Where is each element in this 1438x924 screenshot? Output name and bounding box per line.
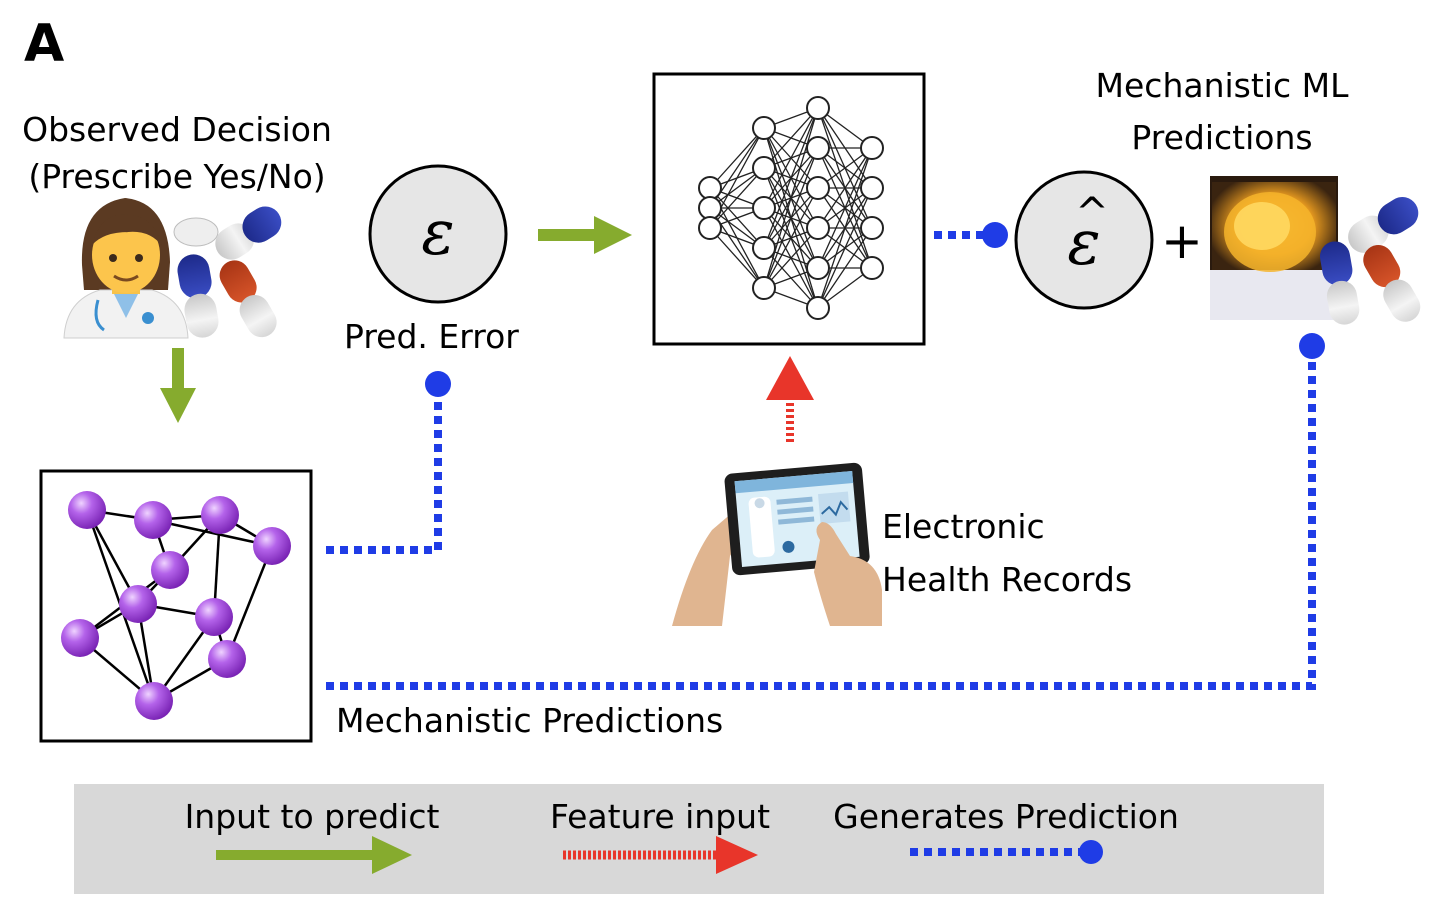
nn-node	[806, 256, 830, 280]
legend-green-arrow	[216, 836, 412, 874]
legend	[74, 784, 1324, 894]
nn-node	[806, 296, 830, 320]
nn-edge	[817, 227, 873, 309]
neural-network-icon	[652, 72, 926, 346]
nn-node	[806, 216, 830, 240]
mol-node	[68, 491, 106, 529]
mol-edge	[152, 518, 273, 548]
mol-edge	[225, 545, 274, 660]
plus-glyph: +	[1161, 212, 1203, 270]
green-arrow-right	[538, 216, 632, 254]
nn-edge	[709, 127, 765, 189]
mechanistic-predictions-label: Mechanistic Predictions	[336, 701, 724, 740]
nn-node	[806, 176, 830, 200]
mol-node	[208, 640, 246, 678]
nn-edge	[763, 107, 819, 249]
nn-node	[806, 136, 830, 160]
pred-error-label: Pred. Error	[344, 317, 519, 356]
mol-node	[61, 619, 99, 657]
legend-red-arrow	[563, 836, 758, 874]
epsilon-hat-glyph: ε	[1067, 206, 1100, 279]
nn-node	[752, 276, 776, 300]
nn-node	[860, 176, 884, 200]
nn-edge	[763, 107, 819, 169]
nn-edge	[709, 167, 765, 229]
mechanistic-ml-line1: Mechanistic ML	[1095, 66, 1349, 105]
tablet-ehr-icon	[672, 462, 882, 626]
nn-node	[806, 96, 830, 120]
ehr-line1: Electronic	[882, 507, 1045, 546]
nn-edge	[817, 147, 873, 229]
nn-node	[698, 196, 722, 220]
green-arrow-down	[160, 348, 196, 423]
pills-icon	[173, 206, 282, 338]
nn-edge	[817, 187, 873, 309]
nn-edge	[763, 227, 819, 289]
panel-label: A	[24, 14, 65, 74]
nn-node	[860, 136, 884, 160]
ehr-line2: Health Records	[882, 560, 1133, 599]
mol-node	[135, 682, 173, 720]
nn-edge	[709, 227, 765, 289]
mol-node	[253, 527, 291, 565]
nn-edge	[763, 147, 819, 289]
mol-node	[195, 598, 233, 636]
nn-node	[752, 196, 776, 220]
mol-node	[201, 496, 239, 534]
legend-blue-dotted	[910, 840, 1103, 864]
legend-generates-prediction: Generates Prediction	[833, 797, 1179, 836]
nn-edge	[763, 107, 819, 289]
nn-node	[860, 256, 884, 280]
nn-edge	[817, 147, 873, 309]
nn-edge	[817, 147, 873, 269]
legend-feature-input: Feature input	[549, 797, 771, 836]
generates-mechanistic-predictions	[326, 333, 1325, 690]
epsilon-glyph: ε	[421, 196, 454, 269]
epsilon-hat-circle	[1014, 170, 1154, 310]
observed-decision-line2: (Prescribe Yes/No)	[28, 157, 326, 196]
mol-node	[119, 585, 157, 623]
molecular-network-icon	[39, 469, 313, 743]
hat-glyph: ^	[1075, 190, 1109, 236]
glowing-ml-pill-image	[1210, 176, 1421, 325]
nn-edge	[763, 187, 819, 289]
nn-node	[752, 116, 776, 140]
nn-edge	[763, 107, 819, 209]
legend-input-to-predict: Input to predict	[184, 797, 440, 836]
generates-prediction-error	[326, 371, 451, 554]
doctor-icon	[63, 198, 189, 339]
nn-node	[698, 176, 722, 200]
nn-node	[860, 216, 884, 240]
nn-node	[752, 236, 776, 260]
mechanistic-ml-line2: Predictions	[1131, 118, 1313, 157]
mol-node	[134, 501, 172, 539]
red-feature-arrow	[766, 356, 814, 442]
nn-node	[752, 156, 776, 180]
epsilon-circle	[368, 164, 508, 304]
observed-decision-line1: Observed Decision	[22, 110, 332, 149]
nn-node	[698, 216, 722, 240]
generates-prediction-nn	[934, 222, 1008, 248]
mol-node	[151, 551, 189, 589]
